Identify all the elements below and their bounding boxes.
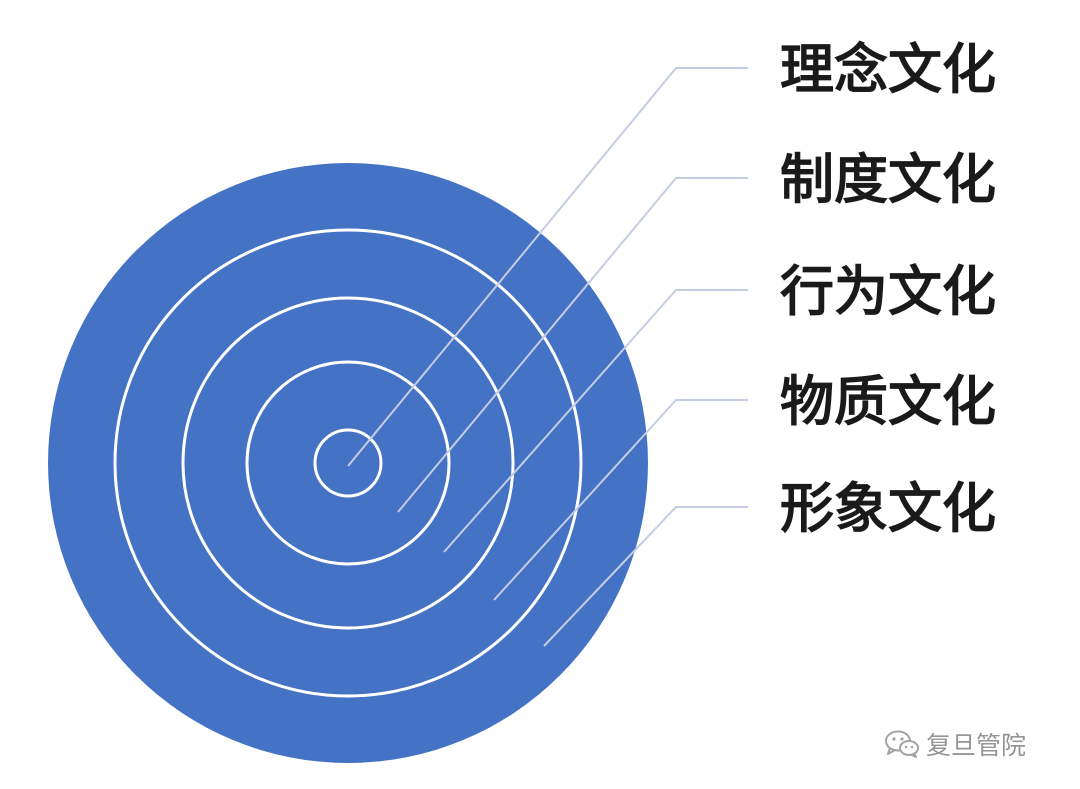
watermark: 复旦管院 — [884, 724, 1026, 764]
wechat-icon — [885, 730, 919, 758]
layer-label-2: 制度文化 — [780, 148, 996, 211]
leader-line-5 — [543, 506, 748, 647]
leader-line-2 — [397, 177, 748, 513]
layer-labels: 理念文化 制度文化 行为文化 物质文化 形象文化 — [780, 38, 996, 540]
ring-3 — [113, 228, 583, 698]
layer-label-3: 行为文化 — [780, 260, 996, 323]
layer-label-4: 物质文化 — [780, 370, 996, 433]
layer-label-5: 形象文化 — [780, 477, 996, 540]
ring-core — [313, 428, 383, 498]
layer-label-1: 理念文化 — [780, 38, 996, 101]
leader-line-1 — [347, 67, 748, 467]
ring-2 — [181, 296, 515, 630]
leader-line-3 — [443, 289, 748, 553]
leader-lines — [347, 67, 748, 647]
leader-line-4 — [493, 399, 748, 601]
outer-disk — [48, 163, 648, 763]
ring-1 — [245, 360, 451, 566]
watermark-text: 复旦管院 — [926, 731, 1027, 760]
